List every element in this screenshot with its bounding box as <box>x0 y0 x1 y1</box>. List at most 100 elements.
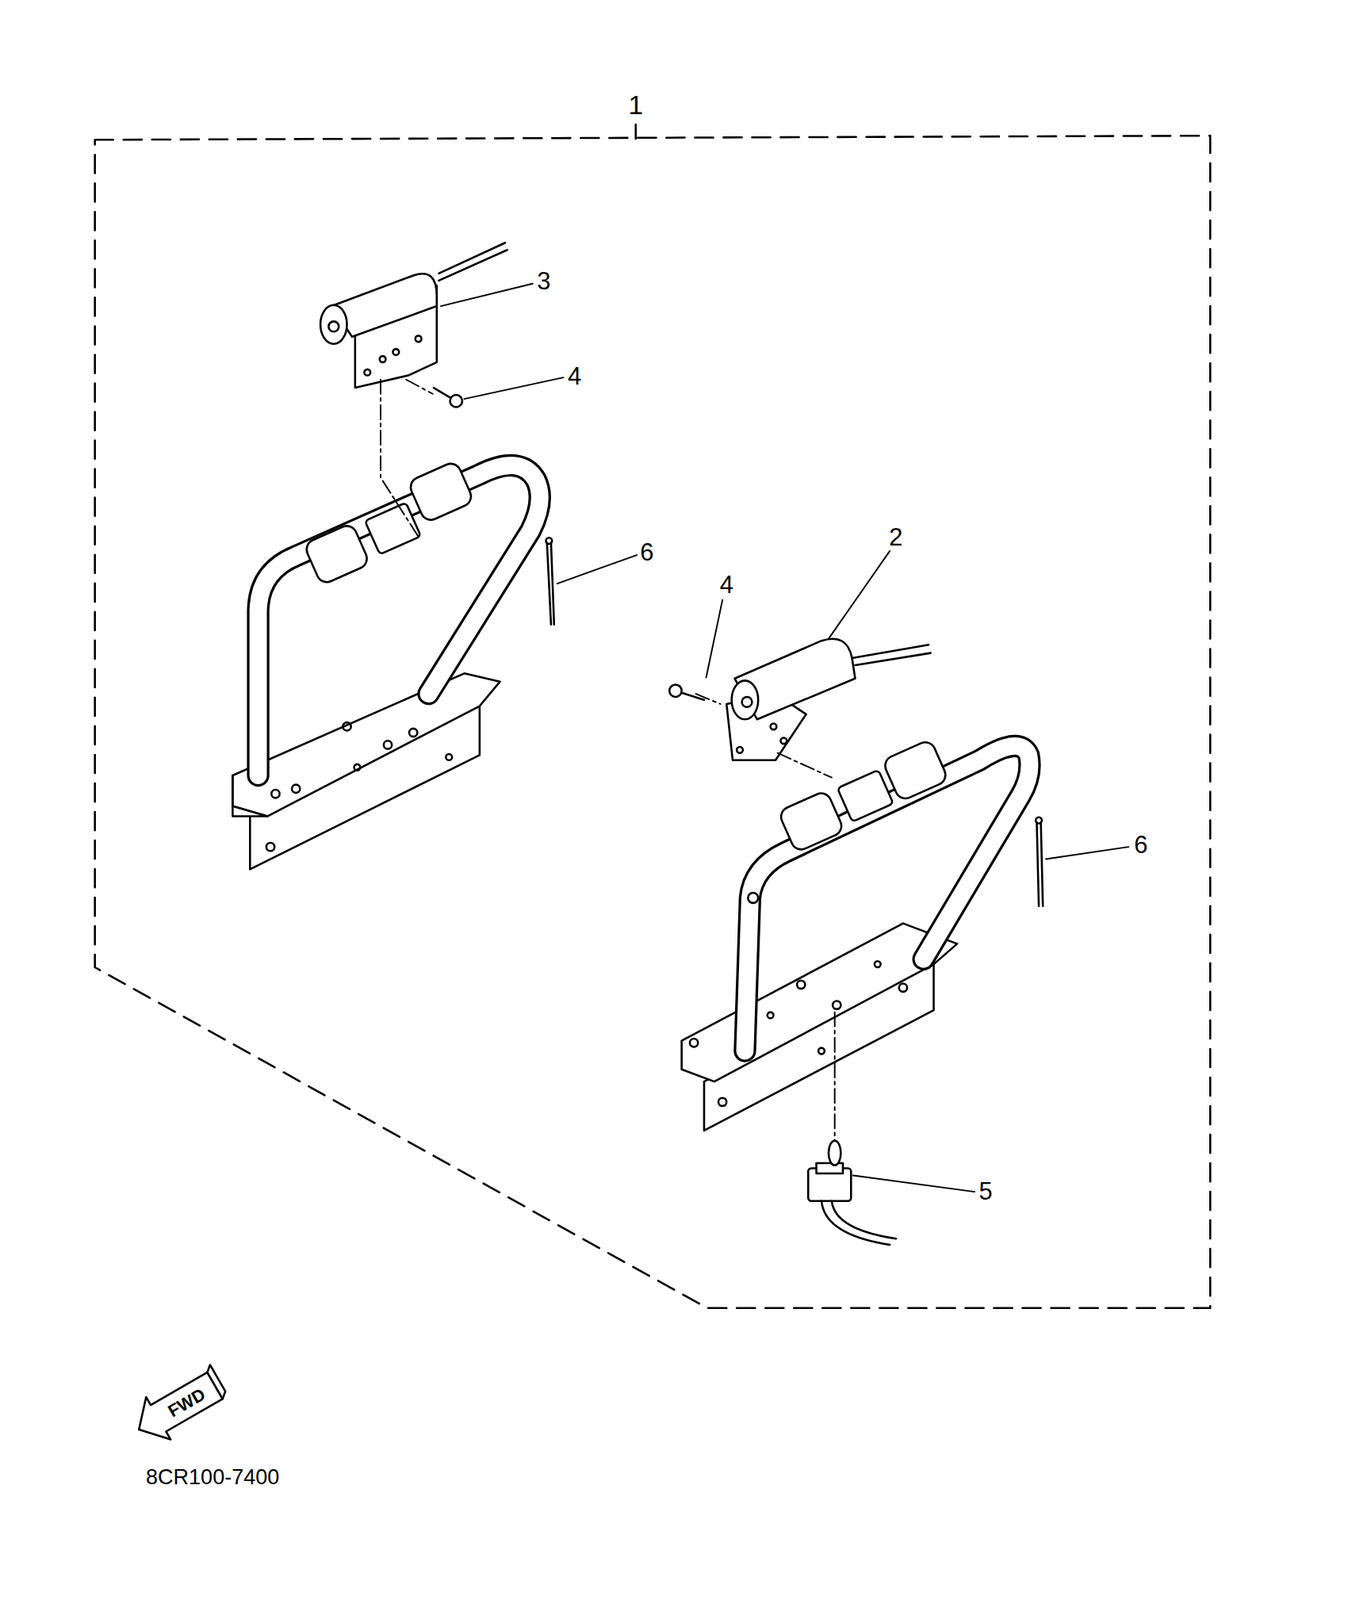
left-clamps <box>303 460 475 586</box>
right-clamps-part <box>777 789 845 853</box>
switch-5-part <box>816 1163 843 1174</box>
sensor-3-part-part <box>363 369 371 376</box>
callout-number: 4 <box>719 572 734 598</box>
right-clamps <box>777 739 949 853</box>
callout-number: 2 <box>888 525 903 551</box>
sensor-3-part-part <box>392 348 399 356</box>
sensor-2-part <box>854 653 931 666</box>
callout-number: 5 <box>979 1179 993 1205</box>
cotter-pin-6-part <box>545 537 552 544</box>
callout-number: 6 <box>639 539 654 565</box>
kit-boundary-part <box>634 124 637 139</box>
assembly-lines-part <box>380 379 419 537</box>
left-bracket-part-part <box>271 789 280 798</box>
right-bracket-part-part <box>767 1012 774 1019</box>
left-bracket <box>232 673 500 870</box>
left-bracket-part-part <box>445 754 452 761</box>
right-bracket-part-part <box>832 1000 841 1009</box>
right-bracket-part <box>681 923 958 1082</box>
sensor-2 <box>726 639 931 761</box>
kit-boundary <box>95 124 1211 1309</box>
assembly-lines-part <box>834 1012 836 1149</box>
left-bracket-part-part <box>383 740 392 749</box>
right-clamps-part <box>881 739 949 802</box>
screw-4 <box>433 387 463 407</box>
left-bracket-part-part <box>342 722 351 731</box>
callout-number: 4 <box>567 363 582 389</box>
assembly-lines-part <box>696 693 721 705</box>
screw-4 <box>669 685 705 701</box>
sensor-3 <box>320 242 508 388</box>
sensor-2-part-part <box>736 746 743 754</box>
cotter-pin-6-part <box>1035 817 1042 824</box>
right-tube-part <box>747 892 759 904</box>
right-bracket-part-part <box>874 961 881 968</box>
figure-code: 8CR100-7400 <box>145 1466 280 1488</box>
sensor-2-part <box>731 680 759 720</box>
screw-4-part <box>450 394 463 407</box>
leader-lines-part <box>853 1175 975 1193</box>
left-clamps-part <box>407 460 475 524</box>
switch-5 <box>808 1141 897 1245</box>
leader-lines-part <box>440 283 533 307</box>
assembly-lines-part <box>405 379 433 395</box>
screw-4-part <box>669 685 682 697</box>
assembly-number: 1 <box>628 91 644 119</box>
right-bracket-part-part <box>818 1048 825 1055</box>
left-bracket-part <box>232 673 500 816</box>
switch-5-part <box>828 1141 841 1166</box>
sensor-3-part <box>438 242 506 274</box>
forward-arrow <box>126 1361 233 1452</box>
forward-arrow-part <box>126 1364 228 1452</box>
left-bracket-part-part <box>266 842 275 851</box>
sensor-3-part <box>328 321 339 332</box>
right-bracket-part-part <box>689 1038 698 1047</box>
sensor-3-part-part <box>415 335 422 342</box>
forward-arrow-part <box>204 1364 228 1399</box>
leader-lines <box>440 283 1129 1192</box>
right-tube <box>744 746 1030 1052</box>
left-tube <box>258 465 540 776</box>
assembly-lines <box>380 379 433 537</box>
cotter-pin-6 <box>545 537 554 625</box>
leader-lines-part <box>1045 846 1129 859</box>
leader-lines-part <box>706 600 724 678</box>
switch-5-part <box>831 1201 897 1240</box>
right-tube-part <box>744 746 1030 1052</box>
right-bracket-part-part <box>796 980 805 989</box>
sensor-2-part <box>742 696 753 708</box>
sensor-3-part <box>320 305 347 345</box>
callout-number: 3 <box>536 269 551 295</box>
assembly-lines-part <box>777 753 832 778</box>
sensor-3-part-part <box>379 356 387 363</box>
kit-boundary-part <box>95 135 1211 1309</box>
right-clamps-part <box>837 769 894 822</box>
sensor-3-part <box>438 249 507 281</box>
left-tube-part <box>258 465 540 776</box>
left-tube-part <box>258 465 540 776</box>
sensor-2-part-part <box>770 723 778 730</box>
cotter-pin-6-part <box>551 543 555 625</box>
left-clamps-part <box>303 522 371 586</box>
sensor-2-part-part <box>780 737 787 744</box>
callout-number: 6 <box>1133 832 1148 858</box>
cotter-pin-6-part <box>547 543 552 625</box>
leader-lines-part <box>464 377 564 399</box>
assembly-lines <box>696 693 835 1149</box>
left-bracket-part-part <box>291 785 300 793</box>
right-bracket-part <box>689 961 908 1107</box>
cotter-pin-6 <box>1035 817 1043 907</box>
leader-lines-part <box>828 551 890 640</box>
right-bracket-part-part <box>718 1098 727 1107</box>
left-bracket-part-part <box>409 728 418 737</box>
right-tube-part <box>744 746 1030 1052</box>
left-bracket-part-part <box>354 764 361 771</box>
sensor-2-part <box>736 723 787 753</box>
sensor-3-part <box>363 335 422 376</box>
leader-lines-part <box>557 555 637 584</box>
switch-5-part <box>821 1201 890 1245</box>
cotter-pin-6-part <box>1041 822 1044 907</box>
right-bracket-part-part <box>899 984 908 992</box>
